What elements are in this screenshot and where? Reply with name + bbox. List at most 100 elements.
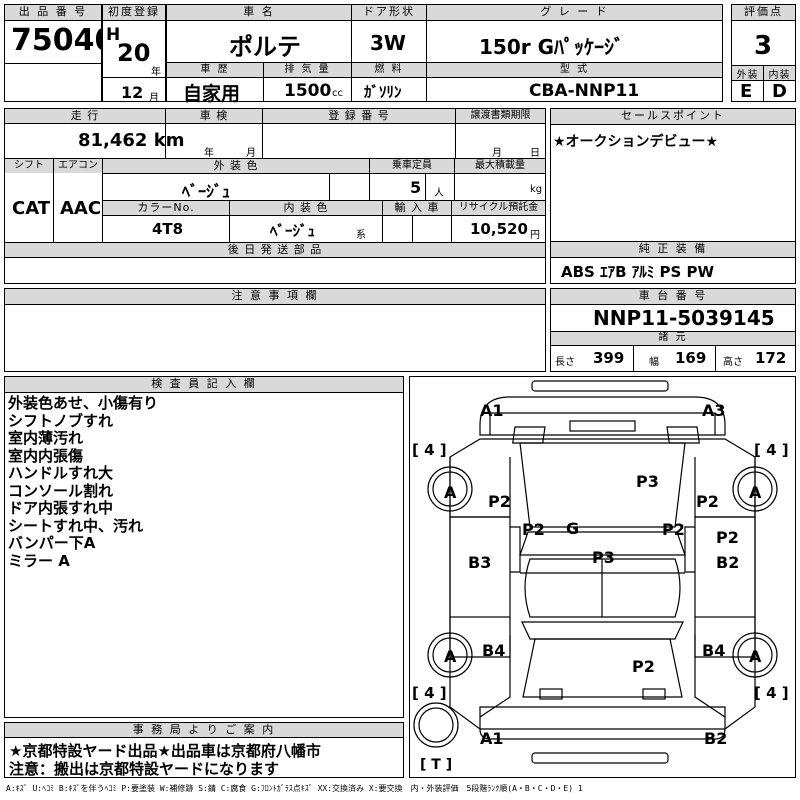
mark-p2-l-pillar: P2 [522,520,545,539]
ac-label: エアコン [54,159,102,173]
year-unit: 年 [151,67,161,78]
model-value: CBA-NNP11 [529,81,640,101]
mark-b2-rear: B2 [704,729,728,748]
car-name-box: 車 名 ポルテ [166,4,352,63]
inspection-year-unit: 年 [204,148,214,159]
grade-value: 150r Gﾊﾟｯｹｰｼﾞ [479,35,624,59]
mark-tire-fl: [ 4 ] [412,441,447,459]
inspector-note-line: ミラー A [8,551,70,570]
mileage-label: 走 行 [5,109,165,123]
inspector-note-line: バンパー下A [8,534,96,552]
mark-tire-rl: [ 4 ] [412,684,447,702]
inspector-note-line: シートすれ中、汚れ [8,516,144,535]
color-no-label: カラーNo. [103,201,229,215]
later-parts-label: 後 日 発 送 部 品 [5,243,545,257]
sales-point-text: ★オークションデビュー★ [553,134,719,150]
transfer-month-unit: 月 [492,148,502,159]
mark-a3-front: A3 [702,401,726,420]
mark-tire-fr: [ 4 ] [754,441,789,459]
int-grade-label: 内装 [764,66,795,81]
grade-label: グ レ ー ド [427,5,722,21]
fuel-box: 燃 料 ｶﾞｿﾘﾝ [351,62,427,102]
door-label: ドア形状 [352,5,426,21]
plate-label: 登 録 番 号 [263,109,455,123]
lot-box: 出 品 番 号 75040 [4,4,115,102]
length-label: 長さ [555,357,575,368]
mark-b4-rr: B4 [702,641,726,660]
shift-label: シフト [5,159,53,173]
car-outline [413,380,778,764]
shift-value: CAT [12,198,51,219]
legend: A:ｷｽﾞ U:ﾍｺﾐ B:ｷｽﾞを伴うﾍｺﾐ P:要塗装 W:補修跡 S:錆 … [6,784,583,793]
int-color-value: ﾍﾞｰｼﾞｭ [270,222,316,240]
recycle-unit: 円 [530,230,540,241]
car-diagram: A1 A3 [ 4 ] [ 4 ] A A P3 P2 P2 P2 G P2 P… [409,376,796,778]
office-label: 事 務 局 よ り ご 案 内 [5,723,403,738]
lot-number: 75040 [11,23,116,58]
inspector-note-line: 室内内張傷 [8,446,84,465]
inspector-note-line: シフトノブすれ [8,411,114,430]
displacement-label: 排 気 量 [264,63,351,78]
import-label: 輸 入 車 [383,201,451,215]
mark-a-rr: A [749,647,762,666]
mark-a-fr: A [749,483,762,502]
era: H [106,25,121,45]
mark-g-glass: G [566,519,580,538]
mark-b3-l-door: B3 [468,553,492,572]
mark-b4-rl: B4 [482,641,506,660]
first-reg-box: 初度登録 H 20 年 12 月 [102,4,166,104]
mark-p3-roof: P3 [592,548,615,567]
dims-label: 諸 元 [551,332,795,346]
displacement-unit: cc [332,88,343,99]
capacity-label: 乗車定員 [370,159,454,173]
inspector-note-line: コンソール割れ [8,481,114,500]
month: 12 [121,83,144,102]
max-load-label: 最大積載量 [455,159,545,173]
inspector-note-line: 室内薄汚れ [8,429,84,447]
history-label: 車 歴 [167,63,263,78]
notes-box: 注 意 事 項 欄 [4,288,546,372]
history-value: 自家用 [183,83,241,105]
ac-value: AAC [60,198,102,219]
inspector-box: 検 査 員 記 入 欄 外装色あせ、小傷有りシフトノブすれ室内薄汚れ室内内張傷ハ… [4,376,404,718]
mark-p2-trunk: P2 [632,657,655,676]
mileage-value: 81,462 km [78,130,185,151]
sales-point-box: セールスポイント ★オークションデビュー★ 純 正 装 備 ABS ｴｱB ｱﾙ… [550,108,796,284]
mark-a-fl: A [444,483,457,502]
int-color-unit: 系 [356,230,366,241]
equipment-label: 純 正 装 備 [551,242,795,258]
max-load-unit: kg [530,184,543,195]
score-label: 評価点 [732,5,795,21]
int-color-label: 内 装 色 [230,201,382,215]
mark-a1-front: A1 [480,401,504,420]
month-unit: 月 [149,93,159,104]
fuel-value: ｶﾞｿﾘﾝ [364,83,402,101]
color-no-value: 4T8 [152,220,184,238]
inspector-note-line: 外装色あせ、小傷有り [8,394,159,412]
ext-grade-label: 外装 [732,66,763,81]
ext-grade: E [740,81,753,102]
mark-b2-r-door: B2 [716,553,740,572]
office-line-1: ★京都特設ヤード出品★出品車は京都府八幡市 [9,742,321,760]
height-label: 高さ [723,357,743,368]
office-box: 事 務 局 よ り ご 案 内 ★京都特設ヤード出品★出品車は京都府八幡市 注意… [4,722,404,778]
mark-p2-fl-fender: P2 [488,492,511,511]
car-name: ポルテ [229,33,301,61]
displacement-value: 1500 [284,81,332,101]
mark-a-rl: A [444,647,457,666]
car-name-label: 車 名 [167,5,351,21]
model-box: 型 式 CBA-NNP11 [426,62,723,102]
displacement-box: 排 気 量 1500 cc [263,62,352,102]
grade-box: グ レ ー ド 150r Gﾊﾟｯｹｰｼﾞ [426,4,723,63]
mark-p2-fr-fender: P2 [696,492,719,511]
door-value: 3W [370,31,406,55]
mark-spare: [ T ] [420,757,453,773]
mark-p2-r-pillar: P2 [662,520,685,539]
inspector-note-line: ドア内張すれ中 [8,499,114,517]
lot-label: 出 品 番 号 [5,5,101,21]
score-value: 3 [754,31,773,61]
chassis-box: 車 台 番 号 NNP11-5039145 諸 元 長さ 399 幅 169 高… [550,288,796,372]
width-value: 169 [675,349,707,367]
sales-point-label: セールスポイント [551,109,795,125]
door-box: ドア形状 3W [351,4,427,63]
